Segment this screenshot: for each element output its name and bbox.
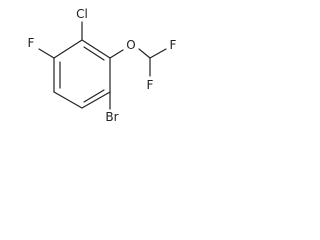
bond-oxygen-to-carbon bbox=[138, 48, 151, 59]
molecule-structure-diagram: Cl F O F F Br bbox=[28, 7, 177, 124]
atom-labels: Cl F O F F Br bbox=[28, 7, 177, 124]
bond-to-fluorine-upper bbox=[149, 48, 167, 59]
ring-bond-3 bbox=[81, 91, 111, 109]
ring-bond-6 bbox=[53, 39, 83, 59]
ring-double-bond-2 bbox=[83, 89, 105, 103]
bond-to-oxygen bbox=[109, 49, 124, 59]
ring-double-bond-1 bbox=[83, 46, 105, 61]
bond-to-fluorine-ring bbox=[38, 48, 55, 59]
fluorine-ring-label: F bbox=[28, 36, 35, 50]
substituent-bonds bbox=[38, 21, 167, 110]
bromine-label: Br bbox=[105, 110, 118, 124]
benzene-ring bbox=[53, 39, 111, 109]
ring-bond-4 bbox=[53, 91, 83, 109]
oxygen-label: O bbox=[126, 38, 135, 52]
ring-bond-1 bbox=[81, 39, 111, 59]
fluorine-upper-label: F bbox=[170, 38, 177, 52]
fluorine-lower-label: F bbox=[147, 78, 154, 92]
chlorine-label: Cl bbox=[76, 7, 88, 21]
